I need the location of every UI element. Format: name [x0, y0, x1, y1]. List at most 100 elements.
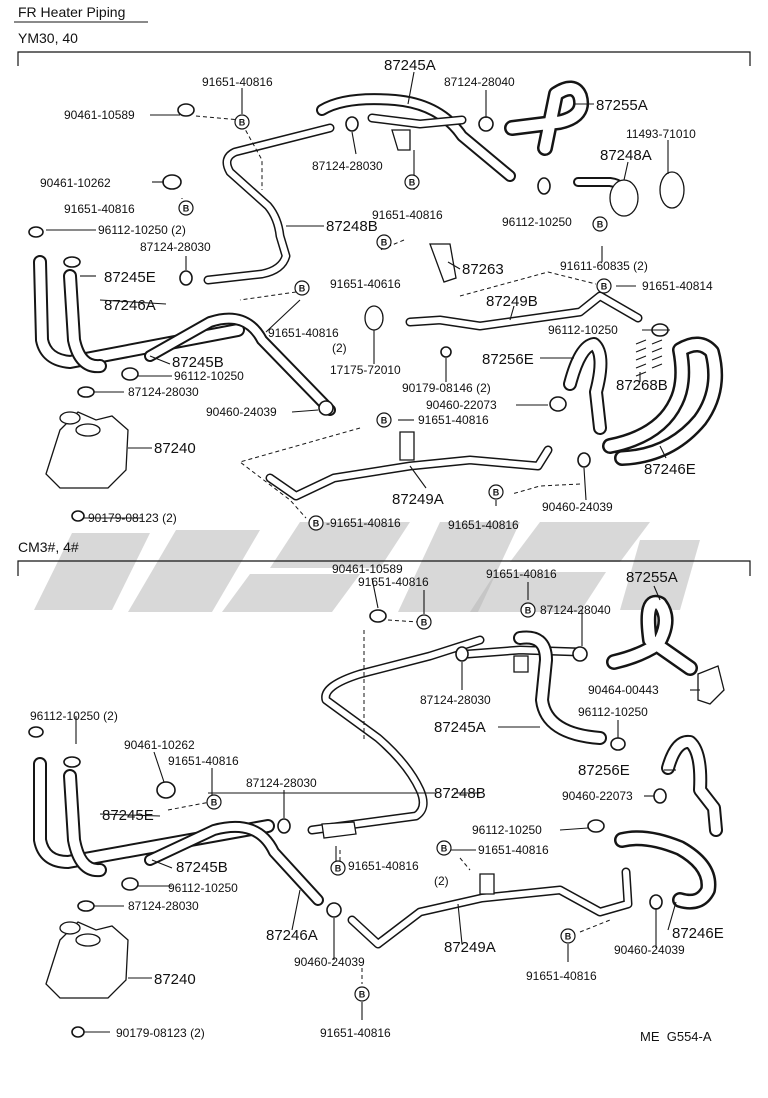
part-label: 96112-10250: [168, 881, 238, 895]
bracket-top-2: [399, 431, 415, 461]
part-label: 90464-00443: [588, 683, 659, 697]
part-label: 90460-24039: [294, 955, 365, 969]
valve-87240-bottom: [45, 921, 129, 999]
valve-87240-top: [45, 411, 129, 489]
part-label: 96112-10250: [502, 215, 572, 229]
part-label: 91651-40816: [358, 575, 429, 589]
bolt-marker: B: [416, 614, 432, 630]
leader-lines: [46, 71, 700, 1033]
clamp-90461-10589-top: [177, 103, 195, 117]
part-label: 87256E: [578, 762, 630, 779]
part-label: 87124-28030: [128, 899, 199, 913]
bottom-section-parts: [28, 594, 725, 1038]
section-label-bottom: CM3#, 4#: [18, 539, 79, 555]
svg-text:B: B: [211, 798, 218, 808]
part-label: 91651-40816: [168, 754, 239, 768]
svg-text:B: B: [239, 118, 246, 128]
bolt-markers: B B B B B B B B B B B B B B B B B: [178, 114, 612, 1002]
part-label: 87246E: [672, 925, 724, 942]
top-section-parts: [28, 80, 724, 522]
flange-87248A: [609, 179, 639, 217]
part-label: 87246A: [266, 927, 318, 944]
part-label: 87248A: [600, 147, 652, 164]
part-label: 90460-22073: [426, 398, 497, 412]
svg-text:B: B: [335, 864, 342, 874]
part-label: 90461-10262: [124, 738, 195, 752]
part-label: 87245B: [176, 859, 228, 876]
part-label: 87255A: [596, 97, 648, 114]
part-label: 90460-24039: [614, 943, 685, 957]
part-label: 96112-10250: [472, 823, 542, 837]
part-label: 91651-40816: [486, 567, 557, 581]
bolt-marker: B: [376, 412, 392, 428]
part-label: (2): [434, 874, 449, 888]
part-label: 87240: [154, 440, 196, 457]
bolt-marker: B: [560, 928, 576, 944]
part-label: 87249B: [486, 293, 538, 310]
part-label: 96112-10250 (2): [98, 223, 186, 237]
section-label-top: YM30, 40: [18, 30, 78, 46]
svg-text:B: B: [359, 990, 366, 1000]
part-label: 11493-71010: [626, 127, 696, 141]
part-label: 90460-24039: [542, 500, 613, 514]
part-label: 87256E: [482, 351, 534, 368]
diagram-title: FR Heater Piping: [18, 4, 125, 20]
bracket-top-1: [391, 129, 411, 151]
part-label: 90461-10589: [64, 108, 135, 122]
svg-text:B: B: [493, 488, 500, 498]
part-label: 90460-22073: [562, 789, 633, 803]
part-label: 90179-08123 (2): [116, 1026, 205, 1040]
part-label: 96112-10250 (2): [30, 709, 118, 723]
part-label: 87124-28030: [312, 159, 383, 173]
part-label: 91651-40616: [330, 277, 401, 291]
watermark-logo: [34, 522, 700, 612]
part-label: 87249A: [392, 491, 444, 508]
bracket-90464-00443: [697, 665, 725, 705]
svg-text:B: B: [601, 282, 608, 292]
part-label: 96112-10250: [578, 705, 648, 719]
part-label: 87245E: [102, 807, 154, 824]
bolt-marker: B: [520, 602, 536, 618]
bolt-marker: B: [376, 234, 392, 250]
bolt-marker: B: [436, 840, 452, 856]
bolt-marker: B: [330, 860, 346, 876]
part-label: 87245B: [172, 354, 224, 371]
part-label: 87240: [154, 971, 196, 988]
part-label: 91651-40816: [320, 1026, 391, 1040]
svg-text:B: B: [525, 606, 532, 616]
part-label: 87248B: [326, 218, 378, 235]
part-label: 87124-28040: [444, 75, 515, 89]
spring-87268B: [635, 339, 663, 377]
part-label: 90179-08123 (2): [88, 511, 177, 525]
svg-text:B: B: [441, 844, 448, 854]
svg-text:B: B: [409, 178, 416, 188]
part-label: 90460-24039: [206, 405, 277, 419]
section-frame-top: [17, 51, 751, 66]
part-label: 91651-40816: [448, 518, 519, 532]
bolt-marker: B: [596, 278, 612, 294]
part-label: 91651-40816: [418, 413, 489, 427]
part-label: 87249A: [444, 939, 496, 956]
bolt-marker: B: [308, 515, 324, 531]
part-label: 96112-10250: [174, 369, 244, 383]
part-label: -91651-40816: [326, 516, 401, 530]
bolt-marker: B: [234, 114, 250, 130]
bolt-marker: B: [178, 200, 194, 216]
svg-text:B: B: [381, 416, 388, 426]
part-label: 87124-28030: [246, 776, 317, 790]
svg-text:B: B: [183, 204, 190, 214]
part-labels-bottom: 90461-10589 91651-40816 91651-40816 8725…: [30, 562, 724, 1040]
gasket-11493-71010: [659, 171, 685, 209]
part-label: 17175-72010: [330, 363, 401, 377]
svg-text:B: B: [381, 238, 388, 248]
part-label: 90179-08146 (2): [402, 381, 491, 395]
part-label: 91611-60835 (2): [560, 259, 648, 273]
part-label: 87268B: [616, 377, 668, 394]
part-label: 87124-28030: [140, 240, 211, 254]
part-label: 87245A: [434, 719, 486, 736]
part-label: 87245A: [384, 57, 436, 74]
part-label: 90461-10589: [332, 562, 403, 576]
part-label: 91651-40816: [526, 969, 597, 983]
